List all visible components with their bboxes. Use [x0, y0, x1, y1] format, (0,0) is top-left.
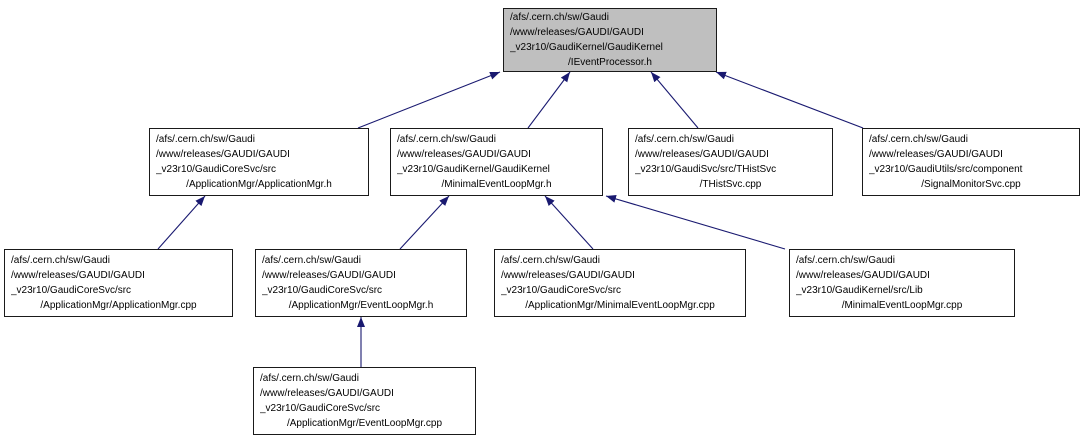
graph-node-minimal-event-loop-mgr-cpp-kernel[interactable]: /afs/.cern.ch/sw/Gaudi/www/releases/GAUD…	[789, 249, 1015, 317]
graph-node-label-line: /IEventProcessor.h	[568, 57, 652, 68]
graph-node-minimal-event-loop-mgr-h[interactable]: /afs/.cern.ch/sw/Gaudi/www/releases/GAUD…	[390, 128, 603, 196]
graph-node-label-line: /afs/.cern.ch/sw/Gaudi	[397, 134, 496, 145]
graph-node-label-line: /afs/.cern.ch/sw/Gaudi	[262, 255, 361, 266]
graph-node-label-line: /www/releases/GAUDI/GAUDI	[262, 270, 396, 281]
graph-node-label-line: _v23r10/GaudiCoreSvc/src	[156, 164, 277, 175]
graph-node-label-line: _v23r10/GaudiSvc/src/THistSvc	[635, 164, 777, 175]
graph-node-label-line: /www/releases/GAUDI/GAUDI	[156, 149, 290, 160]
graph-edge-minimal-event-loop-mgr-cpp-kernel--to--minimal-event-loop-mgr-h	[605, 195, 786, 250]
graph-node-label-line: /MinimalEventLoopMgr.h	[441, 179, 552, 190]
graph-node-label-line: /ApplicationMgr/EventLoopMgr.cpp	[286, 418, 443, 429]
graph-node-label-line: /afs/.cern.ch/sw/Gaudi	[260, 373, 359, 384]
graph-node-signal-monitor-svc-cpp[interactable]: /afs/.cern.ch/sw/Gaudi/www/releases/GAUD…	[862, 128, 1080, 196]
graph-node-thist-svc-cpp[interactable]: /afs/.cern.ch/sw/Gaudi/www/releases/GAUD…	[628, 128, 833, 196]
graph-node-label-line: /www/releases/GAUDI/GAUDI	[796, 270, 930, 281]
graph-node-label-line: /afs/.cern.ch/sw/Gaudi	[510, 12, 609, 23]
graph-node-event-loop-mgr-h[interactable]: /afs/.cern.ch/sw/Gaudi/www/releases/GAUD…	[255, 249, 467, 317]
graph-node-label-line: _v23r10/GaudiCoreSvc/src	[260, 403, 381, 414]
graph-node-label-line: _v23r10/GaudiKernel/src/Lib	[796, 285, 923, 296]
graph-node-label-line: /afs/.cern.ch/sw/Gaudi	[796, 255, 895, 266]
graph-node-label-line: /afs/.cern.ch/sw/Gaudi	[501, 255, 600, 266]
graph-node-label-line: /www/releases/GAUDI/GAUDI	[510, 27, 644, 38]
graph-node-label-line: /afs/.cern.ch/sw/Gaudi	[869, 134, 968, 145]
graph-node-label-line: /ApplicationMgr/MinimalEventLoopMgr.cpp	[525, 300, 715, 311]
graph-node-event-loop-mgr-cpp[interactable]: /afs/.cern.ch/sw/Gaudi/www/releases/GAUD…	[253, 367, 476, 435]
graph-node-label-line: /www/releases/GAUDI/GAUDI	[11, 270, 145, 281]
graph-node-label-line: /MinimalEventLoopMgr.cpp	[841, 300, 963, 311]
graph-edge-signal-monitor-svc-cpp--to--ievent-processor-h	[715, 71, 864, 129]
graph-node-label-line: _v23r10/GaudiCoreSvc/src	[262, 285, 383, 296]
graph-edge-minimal-event-loop-mgr-h--to--ievent-processor-h	[527, 71, 571, 129]
graph-edge-event-loop-mgr-h--to--minimal-event-loop-mgr-h	[399, 195, 450, 250]
graph-node-label-line: /www/releases/GAUDI/GAUDI	[501, 270, 635, 281]
graph-node-application-mgr-cpp[interactable]: /afs/.cern.ch/sw/Gaudi/www/releases/GAUD…	[4, 249, 233, 317]
graph-edge-application-mgr-cpp--to--application-mgr-h	[157, 195, 206, 250]
graph-edge-minimal-event-loop-mgr-cpp-coresvc--to--minimal-event-loop-mgr-h	[544, 195, 594, 250]
graph-node-label-line: /www/releases/GAUDI/GAUDI	[869, 149, 1003, 160]
graph-node-label-line: /afs/.cern.ch/sw/Gaudi	[11, 255, 110, 266]
graph-node-label-line: /ApplicationMgr/EventLoopMgr.h	[288, 300, 434, 311]
graph-node-label-line: _v23r10/GaudiKernel/GaudiKernel	[510, 42, 663, 53]
graph-node-minimal-event-loop-mgr-cpp-coresvc[interactable]: /afs/.cern.ch/sw/Gaudi/www/releases/GAUD…	[494, 249, 746, 317]
graph-node-label-line: /THistSvc.cpp	[699, 179, 762, 190]
graph-node-label-line: /www/releases/GAUDI/GAUDI	[260, 388, 394, 399]
graph-node-label-line: _v23r10/GaudiUtils/src/component	[869, 164, 1023, 175]
graph-node-label-line: _v23r10/GaudiKernel/GaudiKernel	[397, 164, 550, 175]
graph-node-label-line: /www/releases/GAUDI/GAUDI	[635, 149, 769, 160]
graph-edge-application-mgr-h--to--ievent-processor-h	[357, 71, 501, 129]
graph-node-label-line: /www/releases/GAUDI/GAUDI	[397, 149, 531, 160]
graph-edge-thist-svc-cpp--to--ievent-processor-h	[650, 71, 699, 129]
graph-node-label-line: /afs/.cern.ch/sw/Gaudi	[156, 134, 255, 145]
graph-node-label-line: /afs/.cern.ch/sw/Gaudi	[635, 134, 734, 145]
graph-node-application-mgr-h[interactable]: /afs/.cern.ch/sw/Gaudi/www/releases/GAUD…	[149, 128, 369, 196]
graph-node-label-line: _v23r10/GaudiCoreSvc/src	[11, 285, 132, 296]
graph-node-label-line: /SignalMonitorSvc.cpp	[921, 179, 1021, 190]
graph-node-ievent-processor-h[interactable]: /afs/.cern.ch/sw/Gaudi/www/releases/GAUD…	[503, 8, 717, 72]
graph-node-label-line: /ApplicationMgr/ApplicationMgr.h	[186, 179, 332, 190]
graph-node-label-line: /ApplicationMgr/ApplicationMgr.cpp	[40, 300, 197, 311]
graph-node-label-line: _v23r10/GaudiCoreSvc/src	[501, 285, 622, 296]
